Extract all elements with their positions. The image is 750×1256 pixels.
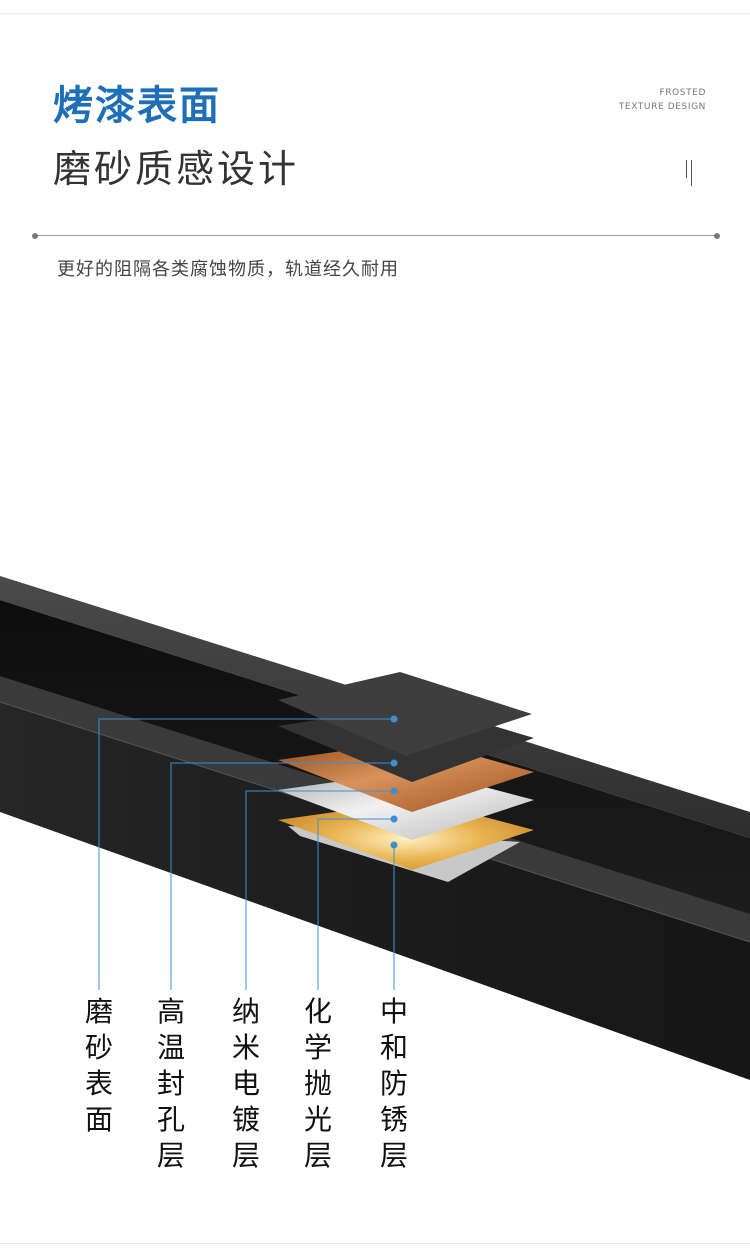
top-divider [0,13,750,14]
rail-front-face [0,702,750,1080]
english-label-line-1: FROSTED [659,88,706,98]
section-title-highlight: 烤漆表面 [53,83,221,129]
callout-dot-4 [390,815,398,823]
header-divider [35,235,717,236]
divider-dot-right [714,233,720,239]
layer-label-chemical-polish: 化学抛光层 [303,995,332,1172]
layer-label-sealing: 高温封孔层 [156,995,185,1172]
english-label: FROSTED TEXTURE DESIGN [566,86,706,114]
divider-dot-left [32,233,38,239]
callout-dot-5 [390,841,398,849]
english-label-line-2: TEXTURE DESIGN [618,102,706,112]
layer-dark-1 [278,672,532,756]
section-title: 磨砂质感设计 [53,147,300,191]
layer-label-rust-proof: 中和防锈层 [379,995,408,1172]
layer-label-matte-surface: 磨砂表面 [84,995,113,1136]
callout-dot-1 [390,715,398,723]
callout-dot-3 [390,787,398,795]
subtitle: 更好的阻隔各类腐蚀物质，轨道经久耐用 [57,259,399,280]
decorative-bars [686,160,696,186]
layer-label-nano-plating: 纳米电镀层 [231,995,260,1172]
bottom-divider [0,1243,750,1244]
callout-dot-2 [390,759,398,767]
